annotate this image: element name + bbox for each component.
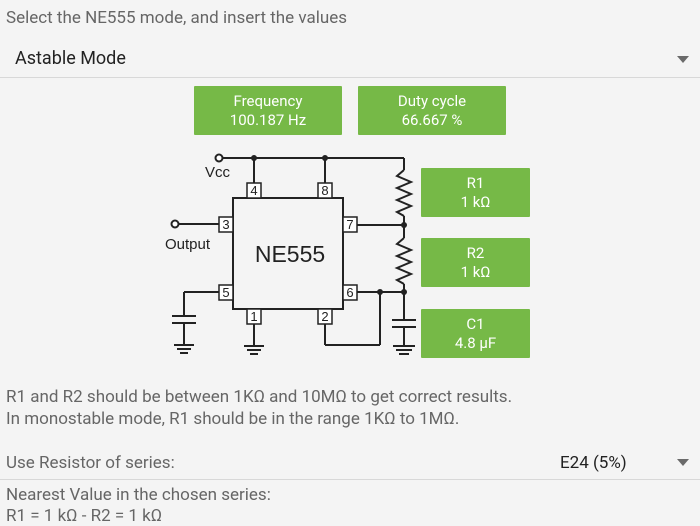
mode-selected-value: Astable Mode <box>15 48 126 69</box>
frequency-label: Frequency <box>233 92 303 110</box>
r2-label: R2 <box>466 244 485 262</box>
pin-6-label: 6 <box>346 285 353 300</box>
frequency-value: 100.187 Hz <box>229 111 307 129</box>
pin-7-label: 7 <box>346 217 353 232</box>
r1-value: 1 kΩ <box>460 193 491 211</box>
series-divider <box>0 479 700 480</box>
r2-value: 1 kΩ <box>460 263 491 281</box>
duty-cycle-value: 66.667 % <box>401 111 463 129</box>
r1-label: R1 <box>466 174 485 192</box>
c1-label: C1 <box>466 315 485 333</box>
pin-1-label: 1 <box>250 309 257 324</box>
note-line-1: R1 and R2 should be between 1KΩ and 10MΩ… <box>6 387 513 407</box>
series-label: Use Resistor of series: <box>6 453 175 473</box>
c1-button[interactable]: C1 4.8 µF <box>421 309 530 358</box>
r1-button[interactable]: R1 1 kΩ <box>421 168 530 217</box>
duty-cycle-button[interactable]: Duty cycle 66.667 % <box>358 86 506 135</box>
nearest-value: R1 = 1 kΩ - R2 = 1 kΩ <box>6 506 163 526</box>
mode-dropdown[interactable]: Astable Mode <box>0 40 700 80</box>
pin-2-label: 2 <box>321 309 328 324</box>
nearest-label: Nearest Value in the chosen series: <box>6 485 271 505</box>
duty-cycle-label: Duty cycle <box>397 92 467 110</box>
frequency-button[interactable]: Frequency 100.187 Hz <box>194 86 342 135</box>
c1-value: 4.8 µF <box>454 334 497 352</box>
output-label: Output <box>165 236 211 253</box>
dropdown-arrow-icon <box>677 56 689 63</box>
series-dropdown-arrow-icon[interactable] <box>677 459 689 466</box>
pin-5-label: 5 <box>222 285 229 300</box>
series-dropdown[interactable]: E24 (5%) <box>560 453 627 473</box>
prompt-text: Select the NE555 mode, and insert the va… <box>6 8 348 28</box>
mode-divider <box>0 77 700 78</box>
note-line-2: In monostable mode, R1 should be in the … <box>6 409 460 429</box>
r2-button[interactable]: R2 1 kΩ <box>421 238 530 287</box>
pin-3-label: 3 <box>222 217 229 232</box>
range-note: R1 and R2 should be between 1KΩ and 10MΩ… <box>6 386 512 430</box>
pin-4-label: 4 <box>250 183 257 198</box>
pin-8-label: 8 <box>321 183 328 198</box>
vcc-label: Vcc <box>205 164 231 181</box>
chip-label: NE555 <box>255 241 325 267</box>
